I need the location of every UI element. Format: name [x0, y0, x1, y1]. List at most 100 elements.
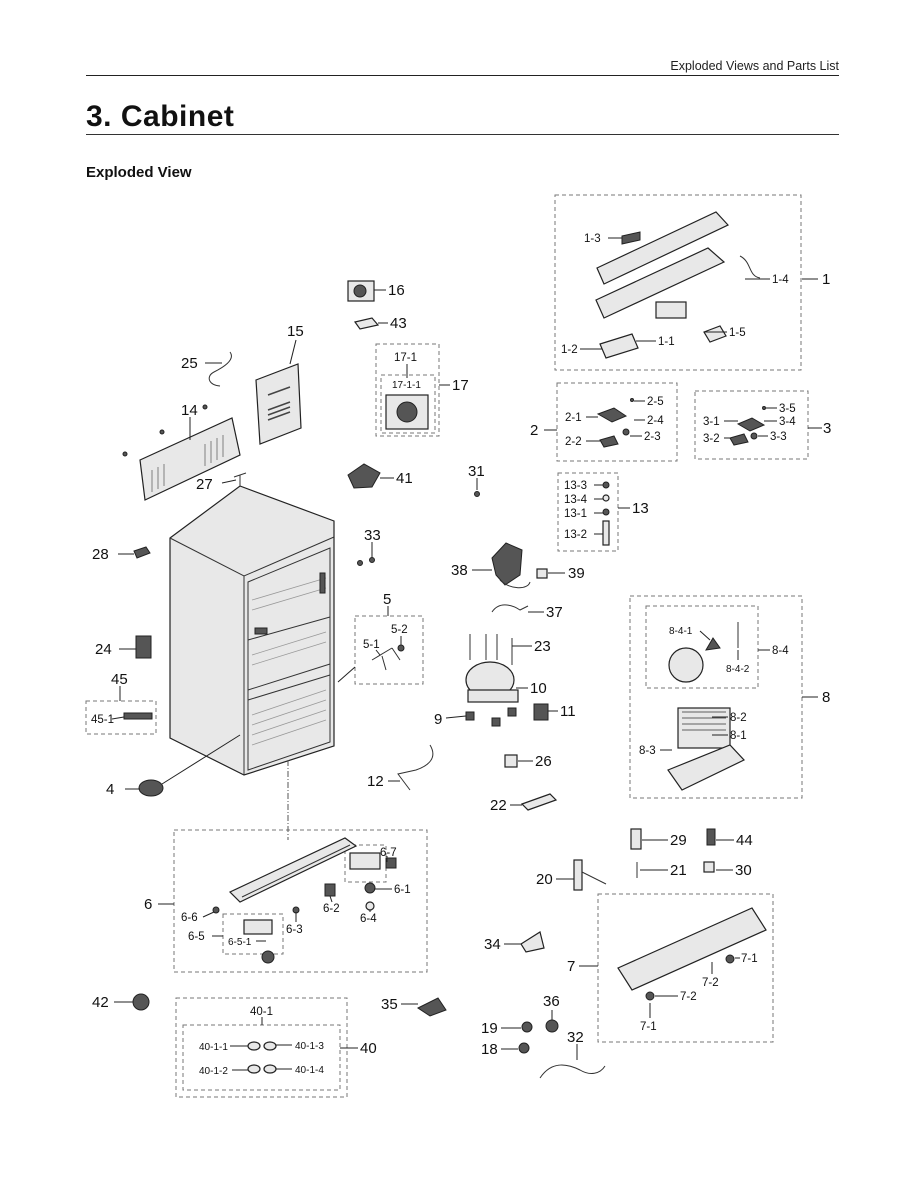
part-31-screw — [474, 491, 480, 497]
part-26-cap — [504, 754, 518, 768]
part-37-pipe — [491, 604, 529, 613]
part-34-clip — [520, 931, 545, 953]
callout-21: 21 — [670, 862, 687, 879]
part-5-bracket — [371, 647, 401, 671]
group-box-40-1 — [182, 1024, 341, 1091]
group-box-45 — [85, 700, 157, 735]
part-22-dryer — [520, 793, 558, 811]
part-2-hinge — [596, 398, 634, 448]
callout-7-2a: 7-2 — [702, 977, 719, 989]
callout-6: 6 — [144, 896, 152, 913]
part-28-clip — [133, 546, 151, 559]
part-27-screw — [233, 472, 247, 486]
group-box-3 — [694, 390, 809, 460]
part-23-bolts — [469, 634, 513, 665]
callout-6-4: 6-4 — [360, 913, 377, 925]
callout-30: 30 — [735, 862, 752, 879]
callout-3-5: 3-5 — [779, 403, 796, 415]
group-box-17 — [375, 343, 440, 437]
callout-40: 40 — [360, 1040, 377, 1057]
part-36-cap — [545, 1019, 559, 1033]
part-43-bracket — [353, 317, 380, 330]
callout-40-1-3: 40-1-3 — [295, 1041, 324, 1052]
callout-8-2: 8-2 — [730, 712, 747, 724]
callout-7-2b: 7-2 — [680, 991, 697, 1003]
callout-44: 44 — [736, 832, 753, 849]
callout-17-1-1: 17-1-1 — [392, 380, 421, 391]
part-20-filter — [573, 859, 607, 891]
part-45-1 — [123, 712, 153, 720]
callout-8-4-1: 8-4-1 — [669, 626, 693, 637]
callout-39: 39 — [568, 565, 585, 582]
part-10-compressor — [465, 661, 519, 703]
callout-40-1: 40-1 — [250, 1006, 273, 1018]
callout-4: 4 — [106, 781, 114, 798]
part-14-back-cover — [122, 404, 241, 501]
part-38-relay — [491, 542, 523, 586]
callout-9: 9 — [434, 711, 442, 728]
callout-13-4: 13-4 — [564, 494, 588, 506]
part-40-washers — [247, 1041, 277, 1074]
callout-3-4: 3-4 — [779, 416, 796, 428]
callout-16: 16 — [388, 282, 405, 299]
callout-2-4: 2-4 — [647, 415, 664, 427]
callout-19: 19 — [481, 1020, 498, 1037]
callout-3-3: 3-3 — [770, 431, 787, 443]
callout-31: 31 — [468, 463, 485, 480]
callout-12: 12 — [367, 773, 384, 790]
part-7-base-plate — [617, 907, 767, 1001]
callout-40-1-2: 40-1-2 — [199, 1066, 228, 1077]
callout-13: 13 — [632, 500, 649, 517]
callout-6-3: 6-3 — [286, 924, 303, 936]
callout-1-2: 1-2 — [561, 344, 578, 356]
callout-2-1: 2-1 — [565, 412, 582, 424]
callout-3: 3 — [823, 420, 831, 437]
callout-8-4: 8-4 — [772, 645, 789, 657]
callout-1-3: 1-3 — [584, 233, 601, 245]
callout-6-2: 6-2 — [323, 903, 340, 915]
group-box-1 — [554, 194, 802, 371]
callout-8-4-2: 8-4-2 — [726, 664, 750, 675]
leader-lines — [111, 237, 822, 1071]
callout-40-1-4: 40-1-4 — [295, 1065, 324, 1076]
callout-5-2: 5-2 — [391, 624, 408, 636]
part-44-cap — [706, 828, 716, 846]
callout-43: 43 — [390, 315, 407, 332]
header-rule — [86, 75, 839, 76]
callout-36: 36 — [543, 993, 560, 1010]
part-3-hinge — [729, 406, 766, 446]
callout-6-7: 6-7 — [380, 847, 397, 859]
callout-3-2: 3-2 — [703, 433, 720, 445]
callout-28: 28 — [92, 546, 109, 563]
callout-13-1: 13-1 — [564, 508, 587, 520]
callout-3-1: 3-1 — [703, 416, 720, 428]
callout-6-1: 6-1 — [394, 884, 411, 896]
callout-37: 37 — [546, 604, 563, 621]
callout-6-5-1: 6-5-1 — [228, 937, 252, 948]
section-title: 3. Cabinet — [86, 100, 235, 133]
callout-34: 34 — [484, 936, 501, 953]
callout-15: 15 — [287, 323, 304, 340]
callout-24: 24 — [95, 641, 112, 658]
part-6-hinge-rail — [212, 837, 397, 964]
part-30-nut — [703, 861, 715, 873]
part-42-foot — [132, 993, 150, 1011]
part-11-cover — [533, 703, 549, 721]
section-rule — [86, 134, 839, 135]
callout-2-5: 2-5 — [647, 396, 664, 408]
callout-10: 10 — [530, 680, 547, 697]
part-15-cover-panel — [255, 363, 302, 445]
callout-1: 1 — [822, 271, 830, 288]
callout-33: 33 — [364, 527, 381, 544]
callout-20: 20 — [536, 871, 553, 888]
group-box-7 — [597, 893, 774, 1043]
callout-7: 7 — [567, 958, 575, 975]
callout-8: 8 — [822, 689, 830, 706]
callout-11: 11 — [560, 703, 576, 720]
part-16-fan-motor — [347, 280, 375, 302]
part-8-evaporator — [667, 622, 745, 791]
part-25-wire — [208, 351, 232, 387]
callout-35: 35 — [381, 996, 398, 1013]
exploded-view-heading: Exploded View — [86, 164, 192, 181]
